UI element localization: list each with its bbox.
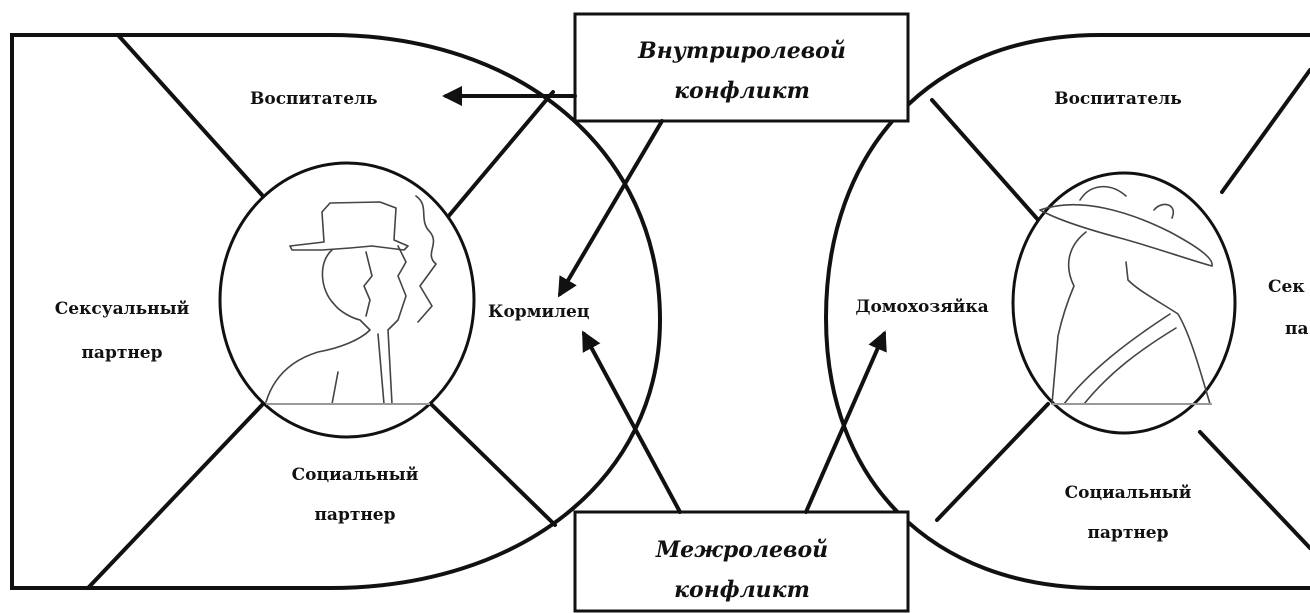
right-left-role-label: Домохозяйка xyxy=(855,297,988,317)
woman-in-hat-portrait-icon xyxy=(1039,185,1213,405)
right-bottom-role-label-line2: партнер xyxy=(1087,523,1168,543)
inter-role-conflict-line1: Межролевой xyxy=(655,537,828,563)
left-left-role-label-line2: партнер xyxy=(81,343,162,363)
intra-role-conflict-line2: конфликт xyxy=(674,78,810,104)
left-right-role-label: Кормилец xyxy=(488,302,589,322)
inter-role-conflict-line2: конфликт xyxy=(674,577,810,603)
man-in-hat-portrait-icon xyxy=(265,195,437,405)
right-top-role-label: Воспитатель xyxy=(1054,89,1182,109)
inter-role-conflict-box: Межролевой конфликт xyxy=(573,510,910,613)
intra-role-conflict-box: Внутриролевой конфликт xyxy=(573,12,910,123)
right-portrait-medallion xyxy=(1011,171,1237,435)
right-right-role-label-line1: Сек xyxy=(1268,277,1305,297)
right-bottom-role-label-line1: Социальный xyxy=(1065,483,1192,503)
right-role-shape xyxy=(823,33,1310,590)
arrow-to-right-housewife xyxy=(804,330,887,514)
arrow-to-left-breadwinner-from-bottom xyxy=(582,330,682,514)
arrow-to-left-breadwinner-from-top xyxy=(557,119,664,298)
left-portrait-medallion xyxy=(218,161,476,439)
left-left-role-label-line1: Сексуальный xyxy=(55,299,190,319)
right-right-role-label-line2: па xyxy=(1285,319,1308,339)
left-top-role-label: Воспитатель xyxy=(250,89,378,109)
intra-role-conflict-line1: Внутриролевой xyxy=(637,38,846,64)
left-bottom-role-label-line1: Социальный xyxy=(292,465,419,485)
left-bottom-role-label-line2: партнер xyxy=(314,505,395,525)
left-role-shape xyxy=(10,33,663,590)
